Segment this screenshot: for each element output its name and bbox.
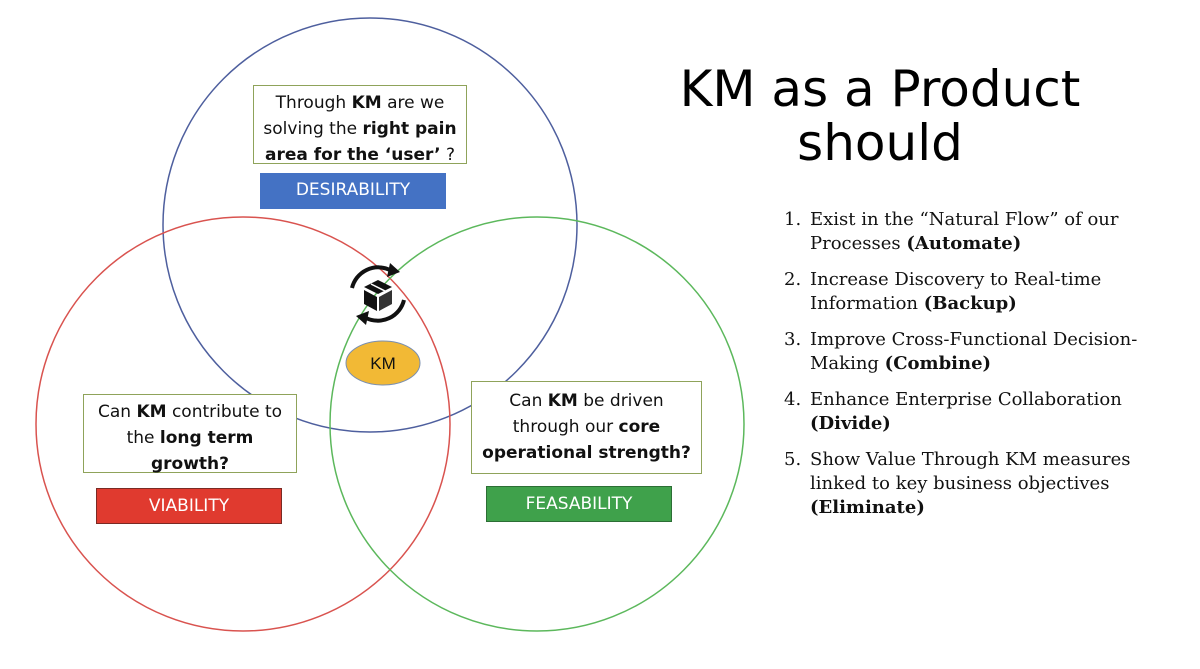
feasability-question: Can KM be driven through our core operat… [471,381,702,474]
list-item: 1.Exist in the “Natural Flow” of our Pro… [784,209,1119,254]
viability-circle [35,216,451,632]
list-item: 4.Enhance Enterprise Collaboration (Divi… [784,389,1122,434]
km-center-label: KM [370,354,396,373]
viability-question: Can KM contribute to the long term growt… [83,394,297,474]
desirability-circle [162,17,578,433]
list-item: 3.Improve Cross-Functional Decision-Maki… [784,329,1138,374]
km-ellipse [345,340,421,386]
list-item: 5.Show Value Through KM measures linked … [784,449,1131,518]
page-title: KM as a Product should [679,60,1081,172]
feasability-label: FEASABILITY [486,486,672,522]
viability-label: VIABILITY [96,488,282,524]
feasability-circle [329,216,745,632]
list-item: 2.Increase Discovery to Real-time Inform… [784,269,1102,314]
desirability-question: Through KM are we solving the right pain… [253,85,467,165]
desirability-label: DESIRABILITY [260,173,446,209]
box-cycle-icon [350,263,406,325]
steps-list: 1.Exist in the “Natural Flow” of our Pro… [784,208,1184,532]
